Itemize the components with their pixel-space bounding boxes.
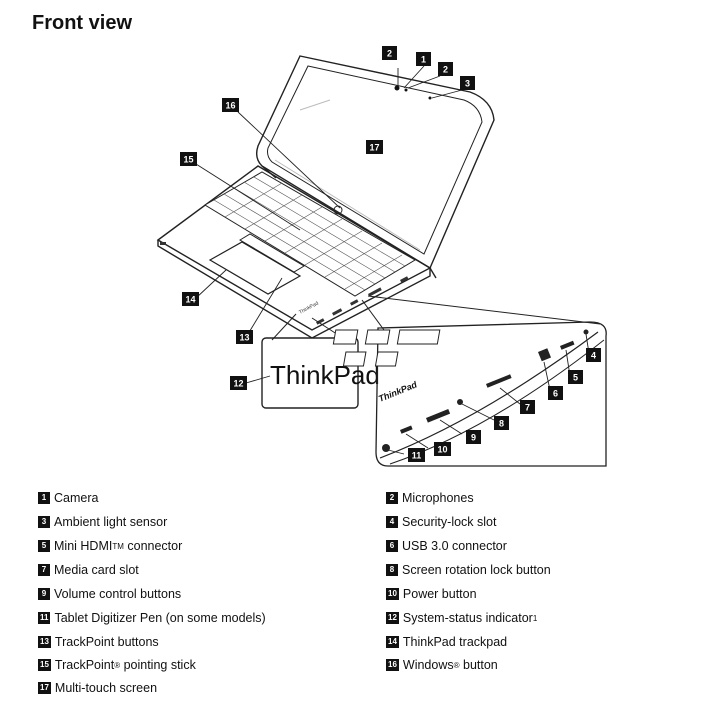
- svg-text:6: 6: [553, 389, 558, 399]
- svg-text:1: 1: [421, 55, 426, 65]
- laptop-diagram: ThinkPad ThinkPad ThinkPad: [156, 46, 607, 467]
- svg-text:ThinkPad: ThinkPad: [377, 379, 419, 404]
- callout-3: 3: [460, 76, 475, 90]
- trackpad: [208, 241, 302, 295]
- logo-zoom-box: [261, 337, 359, 409]
- svg-text:3: 3: [465, 79, 470, 89]
- svg-text:8: 8: [499, 419, 504, 429]
- callout-15: 15: [180, 152, 197, 166]
- callout-2a: 2: [382, 46, 397, 60]
- svg-text:16: 16: [225, 101, 235, 111]
- callout-9: 9: [466, 430, 481, 444]
- callout-8: 8: [494, 416, 509, 430]
- svg-text:7: 7: [525, 403, 530, 413]
- svg-text:10: 10: [437, 445, 447, 455]
- page-title: Front view: [32, 12, 133, 34]
- callout-5: 5: [568, 370, 583, 384]
- callout-1: 1: [416, 52, 431, 66]
- svg-text:17: 17: [369, 143, 379, 153]
- callout-12: 12: [230, 376, 247, 390]
- callout-6: 6: [548, 386, 563, 400]
- callout-14: 14: [182, 292, 199, 306]
- svg-text:12: 12: [233, 379, 243, 389]
- svg-text:5: 5: [573, 373, 578, 383]
- svg-text:2: 2: [443, 65, 448, 75]
- svg-text:4: 4: [591, 351, 596, 361]
- svg-text:11: 11: [412, 451, 422, 461]
- base-logo: ThinkPad: [298, 300, 320, 315]
- callout-7: 7: [520, 400, 535, 414]
- callout-16: 16: [222, 98, 239, 112]
- callout-17: 17: [366, 140, 383, 154]
- callout-13: 13: [236, 330, 253, 344]
- trackpoint-buttons: [239, 233, 305, 273]
- svg-text:9: 9: [471, 433, 476, 443]
- svg-text:14: 14: [185, 295, 195, 305]
- svg-text:2: 2: [387, 49, 392, 59]
- callout-4: 4: [586, 348, 601, 362]
- svg-text:13: 13: [239, 333, 249, 343]
- side-detail-panel: [375, 321, 607, 467]
- callout-2b: 2: [438, 62, 453, 76]
- svg-text:15: 15: [183, 155, 193, 165]
- callout-10: 10: [434, 442, 451, 456]
- callout-11: 11: [408, 448, 425, 462]
